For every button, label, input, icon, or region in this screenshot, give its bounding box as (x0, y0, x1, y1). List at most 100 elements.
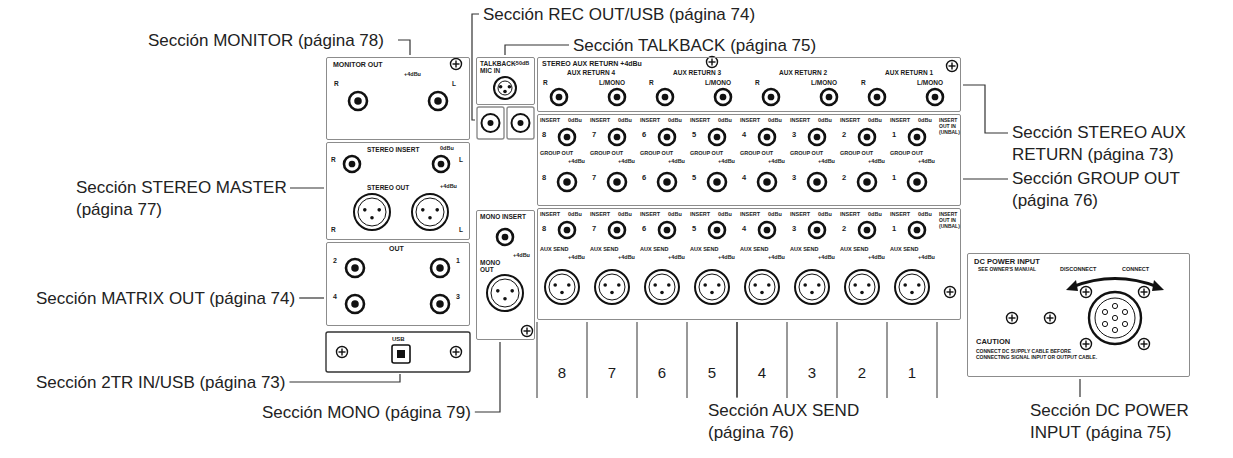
panel-label: 5 (687, 364, 737, 381)
panel-label: INSERT (790, 117, 810, 123)
xlr-jack (645, 270, 679, 304)
xlr-ring (491, 279, 519, 307)
panel-label: +4dBu (440, 183, 457, 189)
phone-jack (809, 129, 825, 145)
panel-label: +4dBu (768, 158, 785, 164)
panel-label: GROUP OUT (640, 150, 673, 156)
xlr-pin (853, 283, 857, 287)
phone-jack (808, 173, 826, 191)
xlr-pin (603, 283, 607, 287)
panel-label: INSERT (690, 117, 710, 123)
screw (707, 57, 718, 68)
panel-label: 0dBu (668, 211, 682, 217)
screw-slot (949, 289, 950, 296)
panel-label: 5 (692, 174, 696, 183)
jack-hole (763, 178, 771, 186)
xlr-pin (803, 283, 807, 287)
panel-label: INSERT (740, 211, 760, 217)
panel-label: +4dBu (918, 158, 935, 164)
lock-arrow (1072, 279, 1158, 288)
phone-jack (709, 129, 725, 145)
phone-jack (759, 222, 775, 238)
panel-label: GROUP OUT (740, 150, 773, 156)
panel-label: INSERT (790, 211, 810, 217)
xlr-pin (435, 208, 439, 212)
jack-hole (914, 134, 921, 141)
leader-line (475, 342, 500, 412)
panel-label: INSERT (640, 117, 660, 123)
screw-slot (1011, 315, 1012, 322)
jack-hole (914, 227, 921, 234)
panel-label: 3 (792, 225, 796, 234)
callout-label: Sección TALKBACK (página 75) (573, 35, 816, 57)
callout-label: Sección MONITOR (página 78) (148, 30, 384, 52)
panel-label: 1 (892, 131, 896, 140)
panel-section: INSERT OUT IN (UNBAL) (537, 208, 961, 320)
panel-label: 3 (456, 293, 460, 301)
section-heading: STEREO AUX RETURN +4dBu (542, 60, 742, 68)
panel-section: MONITOR OUT (326, 57, 470, 140)
phone-jack (346, 295, 364, 313)
panel-label: INSERT (590, 211, 610, 217)
jack-hole (714, 227, 721, 234)
xlr-ring (649, 274, 675, 300)
panel-label: +4dBu (918, 254, 935, 260)
jack-hole (826, 94, 833, 101)
dc-connector (1089, 292, 1141, 344)
dc-connector-ring (1095, 298, 1135, 338)
panel-label: +4dBu (718, 254, 735, 260)
phone-jack (433, 156, 449, 172)
jack-hole (349, 161, 356, 168)
screw (947, 61, 958, 72)
panel-label: GROUP OUT (790, 150, 823, 156)
phone-jack (659, 129, 675, 145)
jack-hole (436, 264, 444, 272)
screw (1081, 287, 1092, 298)
jack-hole (434, 97, 442, 105)
xlr-pin (567, 283, 571, 287)
phone-jack (609, 129, 625, 145)
xlr-jack (487, 275, 523, 311)
phone-jack (909, 129, 925, 145)
panel-label: 1 (892, 174, 896, 183)
phone-jack (349, 92, 367, 110)
section-heading: MONO INSERT (480, 213, 533, 220)
panel-label: 4 (737, 364, 787, 381)
panel-label: +4dBu (568, 158, 585, 164)
panel-label: 6 (642, 225, 646, 234)
panel-label: DISCONNECT (1060, 266, 1096, 272)
xlr-jack (745, 270, 779, 304)
panel-label: INSERT (890, 211, 910, 217)
panel-label: 1 (892, 225, 896, 234)
panel-label: 0dBu (568, 117, 582, 123)
jack-hole (713, 178, 721, 186)
panel-label: 0dBu (668, 117, 682, 123)
screw-slot (1143, 289, 1144, 296)
screw-slot (1049, 315, 1050, 322)
screw (1139, 339, 1150, 350)
screw-slot (455, 349, 456, 356)
callout-label: Sección MATRIX OUT (página 74) (36, 288, 295, 310)
panel-label: 0dBu (568, 211, 582, 217)
panel-label: R (543, 79, 548, 86)
leader-line (1079, 379, 1080, 397)
panel-label: +4dBu (404, 71, 421, 77)
panel-section: INSERT OUT IN (UNBAL) (537, 114, 961, 206)
jack-hole (714, 134, 721, 141)
panel-label: +4dBu (818, 254, 835, 260)
panel-label: 7 (592, 131, 596, 140)
callout-label: Sección 2TR IN/USB (página 73) (36, 372, 285, 394)
section-heading: OUT (389, 245, 429, 253)
jack-hole (664, 227, 671, 234)
jack-hole (932, 94, 939, 101)
phone-jack (497, 229, 513, 245)
column-divider (837, 322, 838, 398)
panel-label: INSERT (690, 211, 710, 217)
leader-line (505, 45, 569, 55)
panel-label: 0dBu (918, 211, 932, 217)
jack-hole (814, 134, 821, 141)
phone-jack (429, 92, 447, 110)
section-heading: TALKBACK MIC IN (480, 60, 518, 75)
panel-label: R (331, 156, 336, 163)
screw (1045, 313, 1056, 324)
